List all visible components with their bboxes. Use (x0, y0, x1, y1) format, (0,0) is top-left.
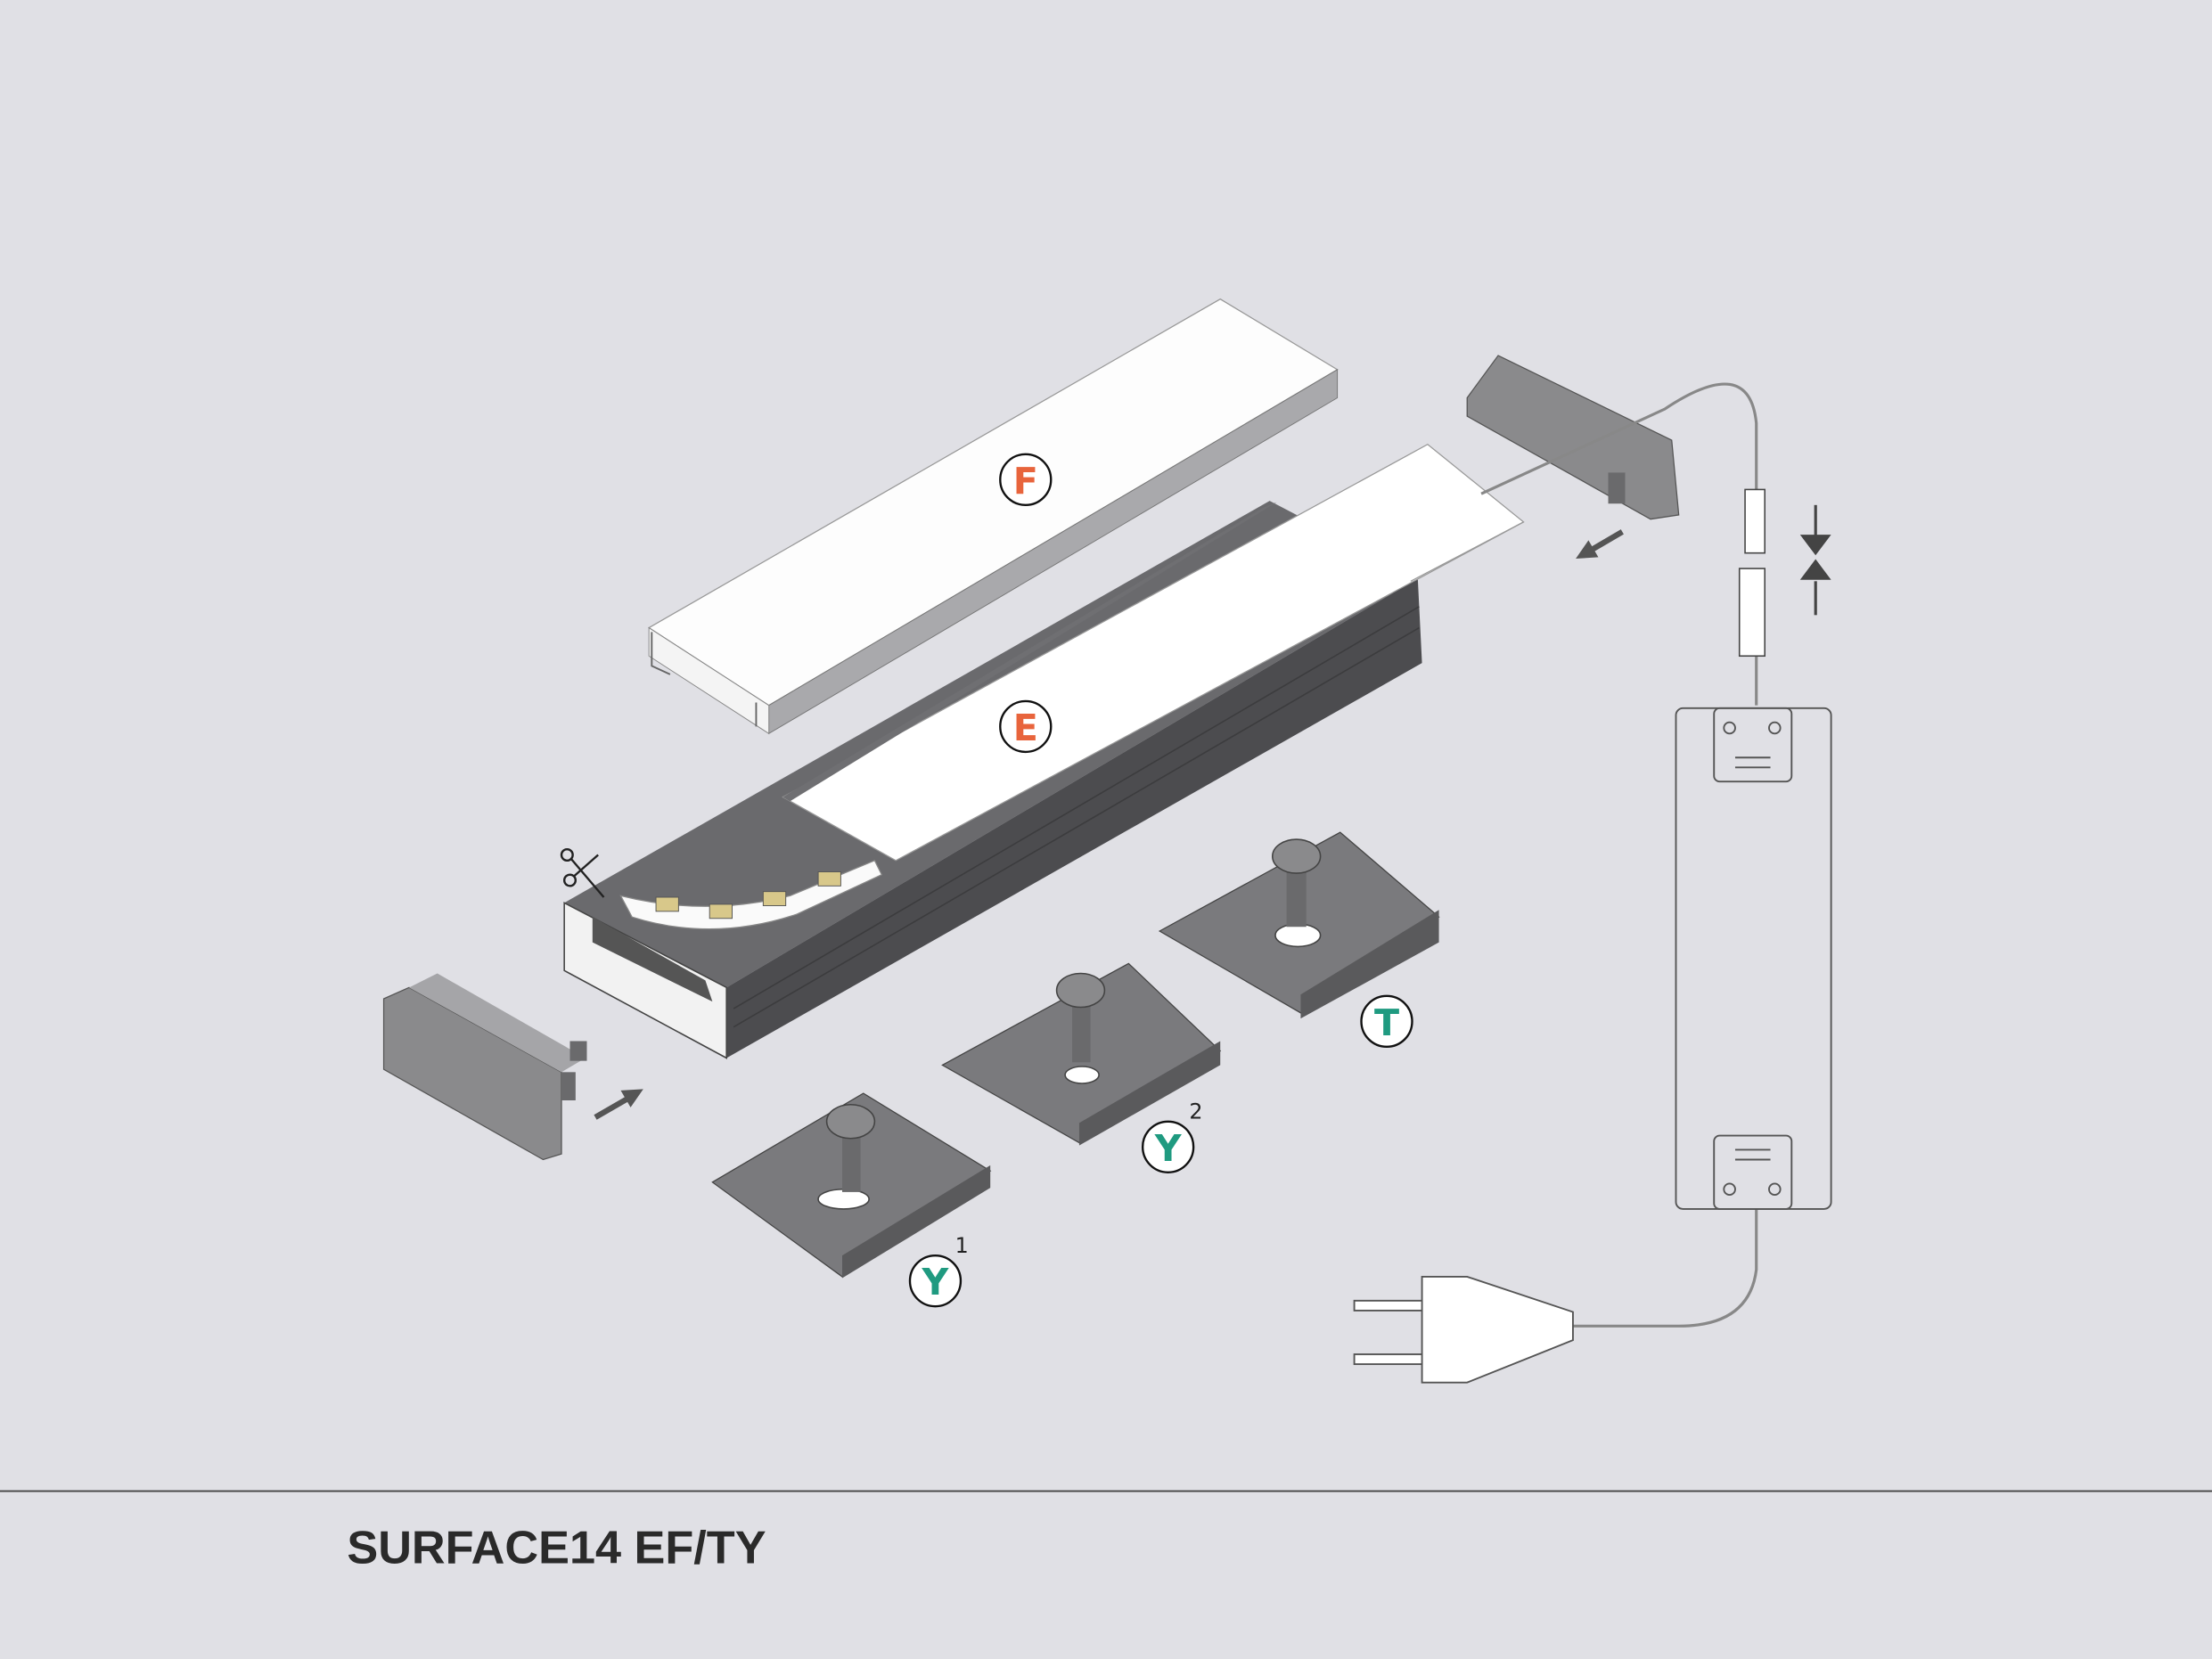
label-t-text: T (1374, 1001, 1399, 1044)
label-f: F (999, 453, 1053, 507)
led-strip (619, 860, 883, 930)
label-y2: Y 2 (1141, 1099, 1202, 1173)
label-t: T (1360, 994, 1413, 1049)
label-y1: Y 1 (908, 1233, 969, 1308)
scissors-icon (560, 847, 605, 898)
cable (1480, 382, 1758, 1328)
product-title: SURFACE14 EF/TY (347, 1522, 766, 1573)
label-y2-index: 2 (1189, 1099, 1202, 1124)
arrow-icon (1576, 529, 1624, 559)
compress-arrows-icon (1799, 504, 1831, 616)
end-cap-left (382, 973, 587, 1161)
diffuser-e (782, 443, 1525, 862)
label-f-text: F (1013, 460, 1038, 503)
label-e: E (999, 699, 1053, 754)
end-cap-right (1466, 355, 1680, 520)
clip-y2 (941, 962, 1222, 1146)
power-supply (1675, 707, 1832, 1210)
connector (1738, 488, 1766, 658)
clip-y1 (711, 1092, 992, 1279)
plug (1353, 1275, 1574, 1384)
label-y1-index: 1 (955, 1233, 969, 1258)
label-y2-text: Y (1154, 1127, 1183, 1170)
arrow-icon (594, 1089, 643, 1120)
label-y1-text: Y (922, 1261, 950, 1304)
label-e-text: E (1013, 707, 1038, 749)
cover-f (647, 298, 1339, 735)
clip-t (1158, 831, 1440, 1019)
